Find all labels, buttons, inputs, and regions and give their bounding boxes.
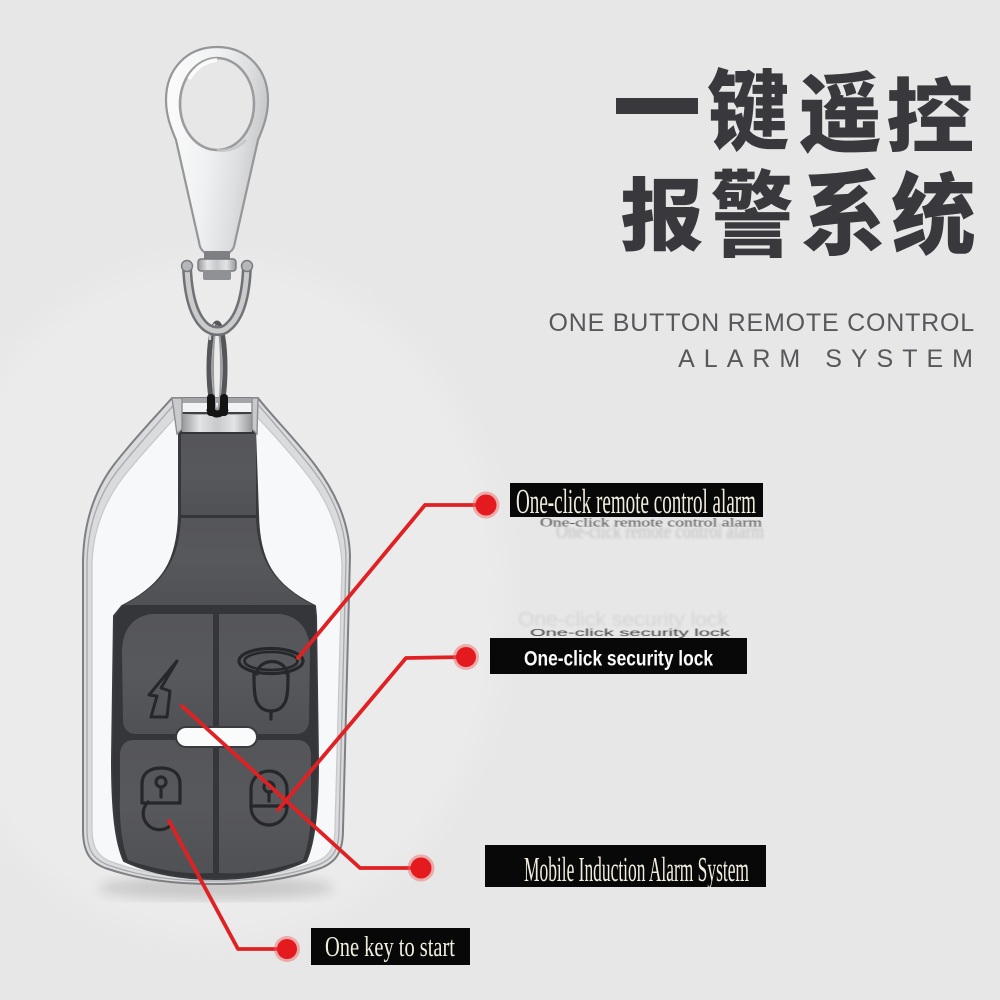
svg-text:One key to start: One key to start	[325, 931, 456, 962]
svg-text:One-click remote control alarm: One-click remote control alarm	[516, 482, 756, 520]
svg-text:ALARM SYSTEM: ALARM SYSTEM	[678, 345, 982, 373]
svg-text:ONE BUTTON REMOTE CONTROL: ONE BUTTON REMOTE CONTROL	[548, 309, 975, 337]
svg-text:One-click remote control alarm: One-click remote control alarm	[556, 519, 764, 543]
svg-text:One-click security lock: One-click security lock	[518, 609, 729, 631]
svg-text:One-click security lock: One-click security lock	[524, 648, 713, 671]
svg-text:Mobile Induction Alarm System: Mobile Induction Alarm System	[524, 850, 749, 888]
svg-text:One-click remote control alarm: One-click remote control alarm	[540, 516, 762, 530]
svg-text:One-click security lock: One-click security lock	[530, 627, 730, 639]
